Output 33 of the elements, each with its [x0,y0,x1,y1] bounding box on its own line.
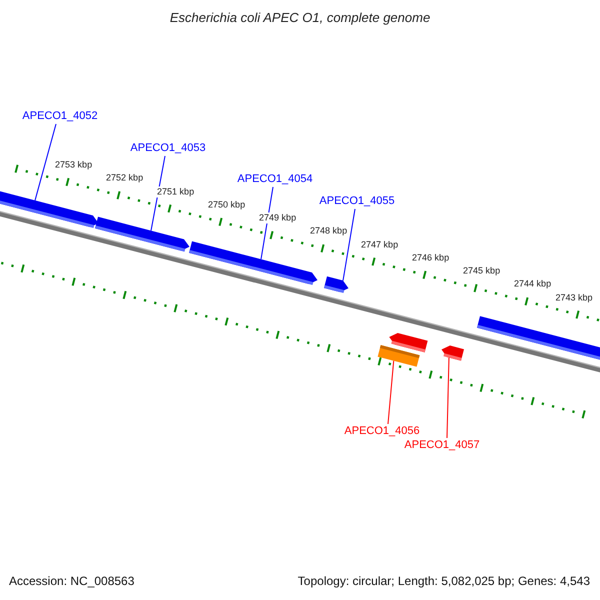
leader-line [260,186,274,260]
gene-feature [0,190,98,228]
leader-line [446,357,450,438]
gene-feature [442,346,464,361]
accession-text: Accession: NC_008563 [9,574,134,588]
gene-feature [324,276,348,293]
gene-label: APECO1_4055 [319,195,395,208]
tick-label: 2752 kbp [105,172,144,184]
gene-label: APECO1_4057 [404,439,480,452]
gene-label: APECO1_4052 [22,110,98,123]
tick-label: 2747 kbp [360,239,400,250]
leader-line [34,124,56,201]
diagram-title: Escherichia coli APEC O1, complete genome [168,10,432,25]
gene-feature [378,345,420,367]
gene-feature [95,216,190,252]
gene-feature [477,316,600,362]
leader-line [342,208,356,282]
tick-label: 2744 kbp [513,278,552,290]
tick-label: 2743 kbp [554,292,594,304]
tick-label: 2749 kbp [258,212,298,224]
gene-label: APECO1_4056 [344,425,420,438]
tick-label: 2751 kbp [156,186,196,198]
tick-label: 2745 kbp [462,266,502,277]
tick-label: 2748 kbp [309,226,348,237]
gene-feature [389,333,428,352]
genome-info-text: Topology: circular; Length: 5,082,025 bp; Genes: 4,543 [298,574,590,588]
gene-feature [189,241,318,285]
tick-label: 2746 kbp [411,252,450,264]
tick-label: 2753 kbp [54,160,94,171]
gene-label: APECO1_4053 [130,142,206,155]
gene-label: APECO1_4054 [237,173,313,186]
tick-label: 2750 kbp [207,199,246,210]
leader-line [388,360,394,424]
